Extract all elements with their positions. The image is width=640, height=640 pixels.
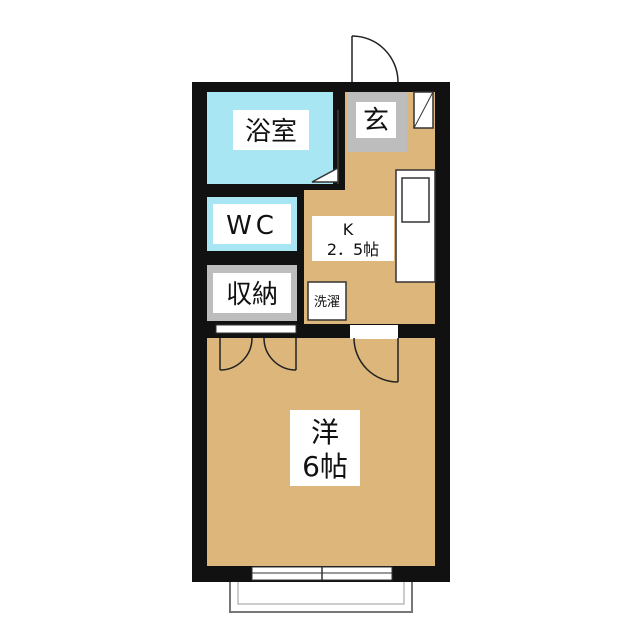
- balcony-outline: [229, 577, 413, 613]
- western-label-line1: 洋: [311, 416, 339, 449]
- room-door: [353, 337, 399, 383]
- kitchen-label-bg: [312, 216, 394, 261]
- closet-door-strip: [215, 324, 297, 334]
- wc-label-bg: [213, 204, 291, 244]
- entrance-door-arc: [351, 35, 399, 83]
- entrance-label-bg: [356, 102, 396, 138]
- closet-double-door: [219, 337, 297, 371]
- closet-label: 収納: [226, 280, 278, 310]
- balcony-window: [251, 566, 393, 581]
- balcony: [229, 577, 413, 613]
- bathroom-door-triangle: [311, 166, 339, 183]
- wc-label: WC: [226, 211, 278, 241]
- western-label-line2: 6帖: [302, 450, 348, 483]
- bath-label: 浴室: [245, 117, 297, 147]
- kitchen-sink: [401, 177, 430, 223]
- closet-door-arc-left: [219, 337, 253, 371]
- entrance-door: [351, 35, 399, 83]
- entrance-label: 玄: [363, 106, 389, 136]
- western-label-bg: [290, 410, 360, 486]
- laundry-box: [307, 281, 347, 321]
- kitchen-label-line1: K: [343, 220, 354, 239]
- laundry-label: 洗濯: [314, 295, 340, 310]
- kitchen-label-line2: 2．5帖: [327, 240, 379, 259]
- bath-label-bg: [233, 110, 309, 150]
- shoe-box-diagonal: [413, 91, 434, 129]
- room-door-arc: [353, 337, 399, 383]
- closet-label-bg: [213, 273, 291, 313]
- room-opening: [350, 325, 398, 339]
- closet-door-arc-right: [263, 337, 297, 371]
